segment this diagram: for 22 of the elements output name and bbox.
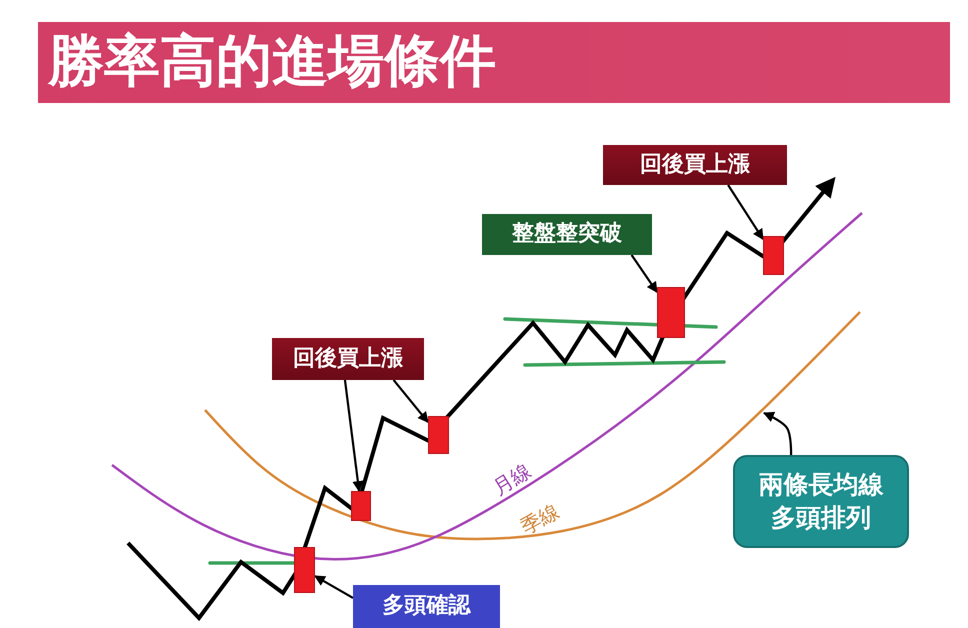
callout-box (733, 455, 909, 548)
arrow (314, 575, 354, 599)
arrow (344, 380, 364, 492)
callout-box (272, 338, 424, 380)
callout-text: 整盤整突破 (512, 220, 622, 248)
candlestick (294, 547, 315, 593)
callout-text: 回後買上漲 (293, 344, 403, 373)
candlestick (428, 416, 449, 454)
arrow (630, 254, 658, 293)
callout-text: 兩條長均線多頭排列 (758, 469, 884, 534)
arrow (763, 412, 792, 455)
callout-box (482, 214, 652, 255)
title: 勝率高的進場條件 (48, 28, 496, 96)
candlestick (351, 491, 371, 521)
candlestick (763, 236, 784, 275)
callout-text: 回後買上漲 (640, 150, 750, 179)
callout-text: 多頭確認 (382, 592, 470, 620)
callout-box (353, 585, 500, 628)
candlestick (657, 287, 685, 338)
arrow (392, 379, 429, 423)
callout-box (603, 145, 787, 185)
arrow (727, 184, 764, 240)
